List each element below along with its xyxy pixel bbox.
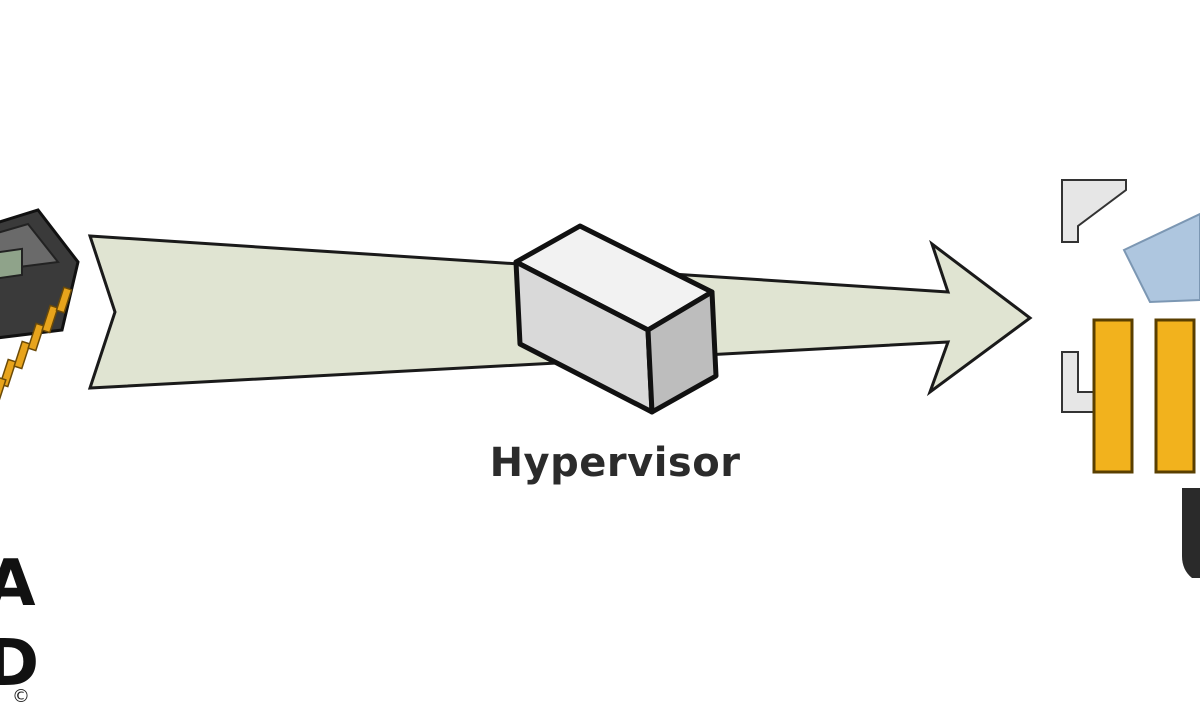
copyright-mark: ©	[12, 686, 30, 707]
virtual-machine-icon	[1061, 179, 1200, 578]
cube-icon	[513, 223, 719, 415]
left-cutoff-letter-1: A	[0, 547, 36, 621]
left-cutoff-letter-2: D	[0, 627, 40, 701]
cpu-chip-icon	[0, 208, 80, 406]
hypervisor-label: Hypervisor	[489, 440, 741, 486]
